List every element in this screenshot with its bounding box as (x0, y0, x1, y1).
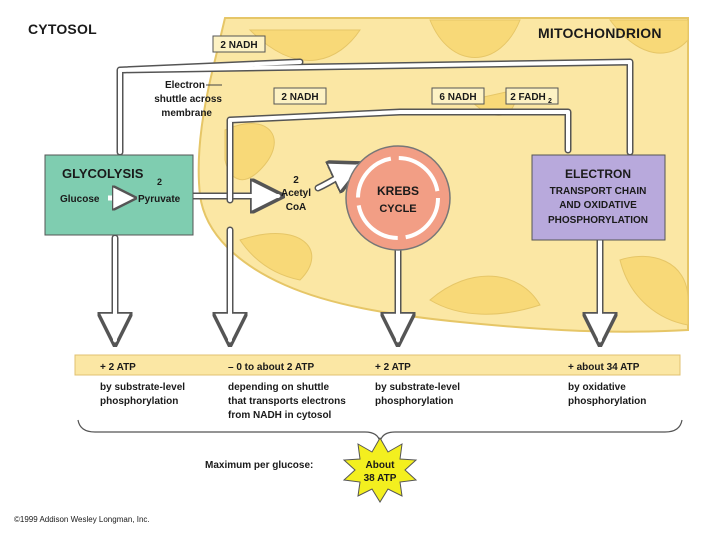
tag-nadh-krebs: 6 NADH (431, 87, 485, 105)
tag-fadh2: 2 FADH 2 (505, 87, 559, 105)
svg-text:Glucose: Glucose (60, 194, 100, 205)
tag-nadh-top: 2 NADH (212, 35, 266, 53)
svg-text:that transports electrons: that transports electrons (228, 396, 346, 407)
svg-text:TRANSPORT CHAIN: TRANSPORT CHAIN (550, 186, 647, 197)
svg-text:membrane: membrane (161, 108, 212, 119)
atp-descriptions: by substrate-level phosphorylation depen… (100, 382, 646, 421)
svg-text:AND OXIDATIVE: AND OXIDATIVE (559, 200, 637, 211)
svg-text:2: 2 (548, 98, 552, 105)
svg-text:Electron: Electron (165, 80, 205, 91)
svg-text:38 ATP: 38 ATP (364, 473, 397, 484)
arrow-cytosol-nadh-to-etc (116, 58, 634, 156)
cytosol-label: CYTOSOL (28, 21, 97, 37)
svg-text:PHOSPHORYLATION: PHOSPHORYLATION (548, 215, 648, 226)
copyright-text: ©1999 Addison Wesley Longman, Inc. (14, 515, 150, 524)
svg-text:Acetyl: Acetyl (281, 188, 311, 199)
mitochondrion-label: MITOCHONDRION (538, 25, 662, 41)
atp-yield-bar: + 2 ATP – 0 to about 2 ATP + 2 ATP + abo… (74, 354, 681, 376)
tag-nadh-mid: 2 NADH (273, 87, 327, 105)
svg-text:2 NADH: 2 NADH (220, 40, 257, 51)
arrow-shuttle-to-atp (226, 108, 572, 204)
svg-text:CYCLE: CYCLE (379, 203, 416, 215)
svg-text:by substrate-level: by substrate-level (375, 382, 460, 393)
svg-text:depending on shuttle: depending on shuttle (228, 382, 330, 393)
svg-text:2: 2 (293, 175, 299, 186)
glycolysis-box: GLYCOLYSIS 2 Glucose Pyruvate (44, 154, 194, 236)
svg-text:by substrate-level: by substrate-level (100, 382, 185, 393)
arrow-acetyl-to-krebs (314, 166, 358, 188)
svg-text:phosphorylation: phosphorylation (100, 396, 178, 407)
svg-text:GLYCOLYSIS: GLYCOLYSIS (62, 166, 144, 181)
svg-text:6 NADH: 6 NADH (439, 92, 476, 103)
svg-text:KREBS: KREBS (377, 184, 419, 198)
svg-text:shuttle across: shuttle across (154, 94, 222, 105)
svg-text:2 FADH: 2 FADH (510, 92, 546, 103)
svg-text:2 NADH: 2 NADH (281, 92, 318, 103)
svg-text:+ about 34 ATP: + about 34 ATP (568, 362, 640, 373)
svg-text:About: About (366, 460, 396, 471)
svg-text:2: 2 (157, 177, 162, 187)
svg-text:by oxidative: by oxidative (568, 382, 626, 393)
summary-label: Maximum per glucose: (205, 460, 313, 471)
acetyl-coa-label: 2 Acetyl CoA (281, 175, 311, 213)
svg-text:+ 2 ATP: + 2 ATP (100, 362, 136, 373)
svg-text:phosphorylation: phosphorylation (375, 396, 453, 407)
svg-text:from NADH in cytosol: from NADH in cytosol (228, 410, 332, 421)
svg-text:ELECTRON: ELECTRON (565, 167, 631, 181)
svg-text:– 0 to about 2 ATP: – 0 to about 2 ATP (228, 362, 314, 373)
atp-total-burst: About 38 ATP (342, 436, 418, 503)
krebs-cycle: KREBS CYCLE (345, 145, 451, 251)
svg-text:CoA: CoA (286, 202, 307, 213)
shuttle-label: Electron shuttle across membrane (154, 80, 222, 119)
svg-text:+ 2 ATP: + 2 ATP (375, 362, 411, 373)
svg-text:phosphorylation: phosphorylation (568, 396, 646, 407)
svg-text:Pyruvate: Pyruvate (138, 194, 181, 205)
etc-box: ELECTRON TRANSPORT CHAIN AND OXIDATIVE P… (531, 154, 666, 241)
